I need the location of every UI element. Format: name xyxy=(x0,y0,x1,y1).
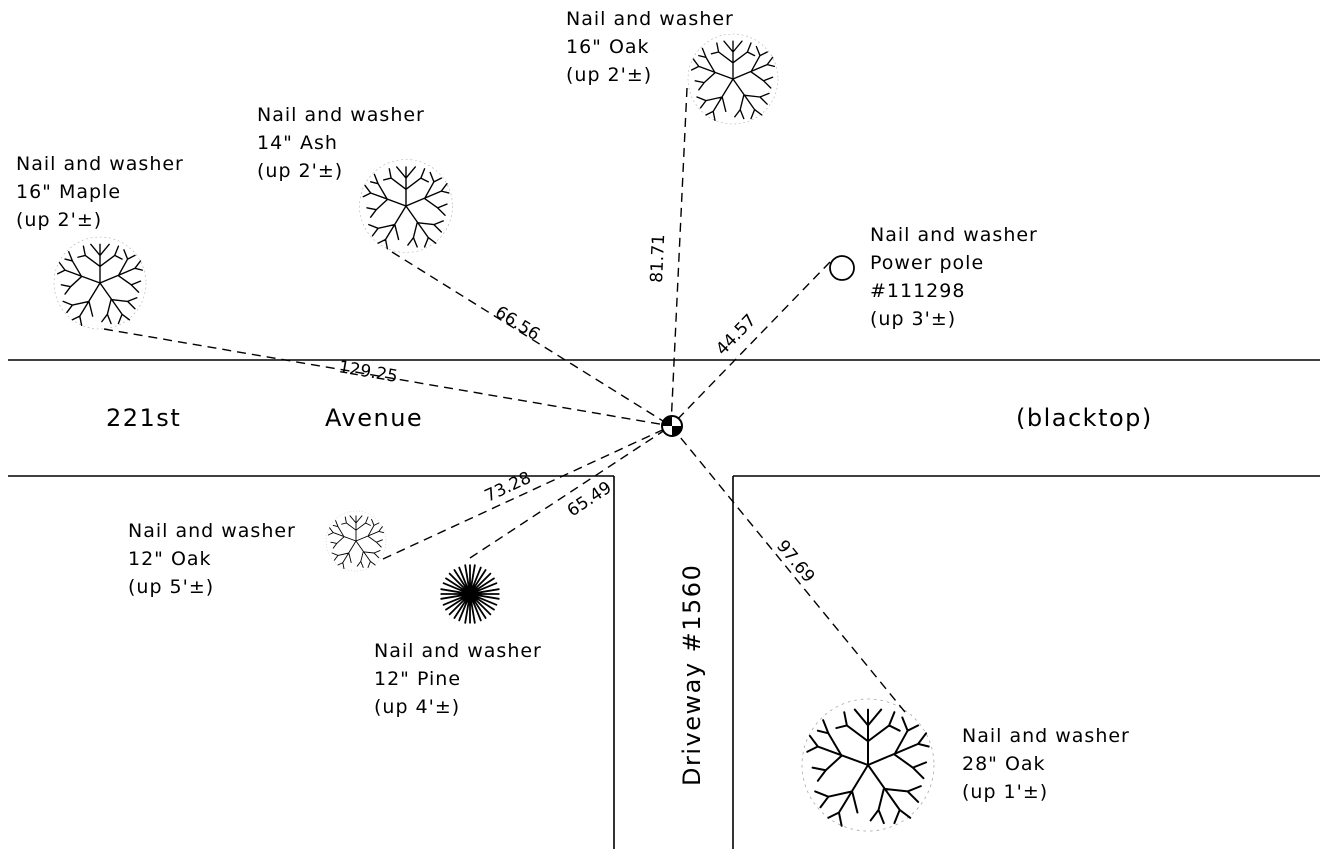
annotation-oak16: Nail and washer 16" Oak (up 2'±) xyxy=(566,8,734,86)
oak16-tree-icon xyxy=(687,33,779,125)
driveway-label: Driveway #1560 xyxy=(678,564,706,786)
annotation-line: (up 1'±) xyxy=(962,781,1048,803)
annotation-line: (up 2'±) xyxy=(16,209,102,231)
annotation-line: #111298 xyxy=(870,280,965,302)
annotation-line: Nail and washer xyxy=(374,640,542,662)
road-surface-label: (blacktop) xyxy=(1016,404,1153,432)
annotation-maple16: Nail and washer 16" Maple (up 2'±) xyxy=(16,153,184,231)
annotation-line: 16" Maple xyxy=(16,181,121,203)
annotation-oak12: Nail and washer 12" Oak (up 5'±) xyxy=(128,520,296,598)
tie-line-oak28 xyxy=(670,425,906,713)
ash14-tree-icon xyxy=(358,158,454,254)
tie-line-pine12 xyxy=(469,425,672,559)
annotation-pole: Nail and washer Power pole #111298 (up 3… xyxy=(870,224,1038,330)
power-pole-icon xyxy=(829,255,855,281)
tie-lines xyxy=(103,87,906,713)
road-name-left: 221st xyxy=(106,404,181,432)
annotation-line: (up 5'±) xyxy=(128,576,214,598)
tie-line-ash14 xyxy=(391,251,672,427)
tie-line-pole xyxy=(670,261,831,427)
annotation-line: Nail and washer xyxy=(128,520,296,542)
tie-line-maple16 xyxy=(103,328,672,427)
benchmark-symbol xyxy=(661,415,683,437)
distance-label-pine12: 65.49 xyxy=(564,478,616,521)
maple16-tree-icon xyxy=(53,236,147,330)
distance-label-maple16: 129.25 xyxy=(337,357,399,387)
tie-line-oak16 xyxy=(670,87,688,427)
distance-label-pole: 44.57 xyxy=(712,311,760,360)
annotation-pine12: Nail and washer 12" Pine (up 4'±) xyxy=(374,640,542,718)
road-name-right: Avenue xyxy=(325,404,423,432)
annotation-line: (up 2'±) xyxy=(257,160,343,182)
oak28-tree-icon xyxy=(801,698,935,832)
annotation-oak28: Nail and washer 28" Oak (up 1'±) xyxy=(962,725,1130,803)
annotation-ash14: Nail and washer 14" Ash (up 2'±) xyxy=(257,104,425,182)
annotation-line: 12" Pine xyxy=(374,668,461,690)
annotation-line: 12" Oak xyxy=(128,548,212,570)
distance-label-oak28: 97.69 xyxy=(772,536,818,586)
annotation-line: 14" Ash xyxy=(257,132,338,154)
annotation-line: Nail and washer xyxy=(257,104,425,126)
oak12-tree-icon xyxy=(325,510,387,572)
distance-label-oak16: 81.71 xyxy=(647,234,669,284)
annotation-line: Nail and washer xyxy=(566,8,734,30)
pine12-tree-icon xyxy=(440,564,500,624)
distance-label-ash14: 66.56 xyxy=(491,302,543,345)
annotation-line: (up 3'±) xyxy=(870,308,956,330)
annotation-line: Nail and washer xyxy=(16,153,184,175)
tie-line-oak12 xyxy=(382,425,672,560)
annotation-line: Nail and washer xyxy=(962,725,1130,747)
road-edges xyxy=(8,359,1320,849)
annotation-line: Nail and washer xyxy=(870,224,1038,246)
annotation-line: 16" Oak xyxy=(566,36,650,58)
annotation-line: (up 4'±) xyxy=(374,696,460,718)
annotation-line: 28" Oak xyxy=(962,753,1046,775)
annotation-line: Power pole xyxy=(870,252,984,274)
annotation-line: (up 2'±) xyxy=(566,64,652,86)
